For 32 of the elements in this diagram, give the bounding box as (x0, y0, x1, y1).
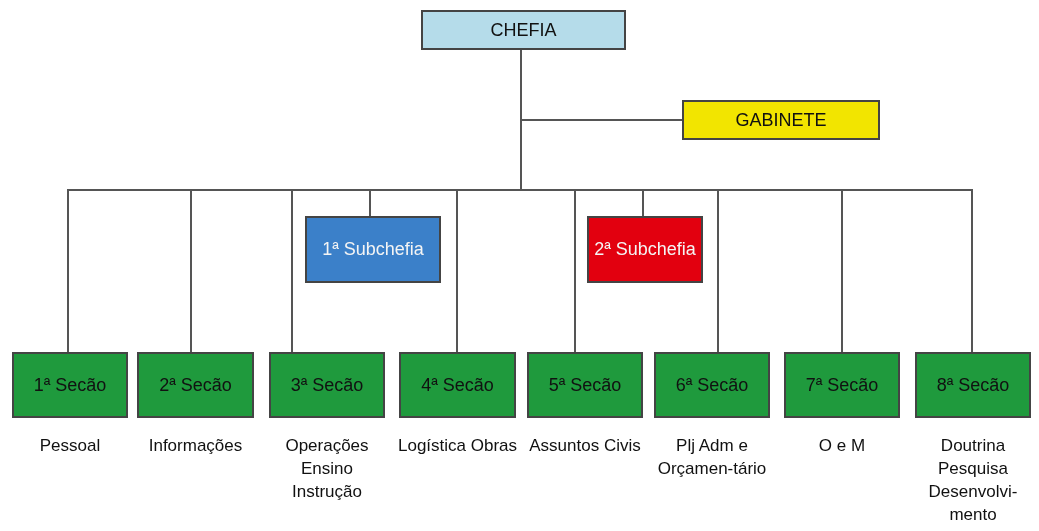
section-label: 2ª Secão (159, 373, 232, 397)
section-box (12, 352, 128, 418)
chief-box (421, 10, 626, 50)
section-label: 8ª Secão (936, 373, 1010, 397)
section-box (654, 352, 770, 418)
section-box (137, 352, 254, 418)
section-box (527, 352, 643, 418)
section-box (915, 352, 1031, 418)
chief-label: CHEFIA (490, 18, 557, 42)
section-description: Assuntos Civis (528, 435, 642, 457)
section-description: Informações (147, 435, 244, 457)
section-label: 1ª Secão (33, 373, 107, 397)
section-description: Logística Obras (396, 435, 519, 457)
section-description: Doutrina Pesquisa Desenvolvi-mento (927, 435, 1019, 526)
section-description: Operações Ensino Instrução (284, 435, 370, 503)
section-box (269, 352, 385, 418)
subchief-box (305, 216, 441, 283)
subchief-label: 2ª Subchefia (594, 238, 696, 261)
section-label: 3ª Secão (290, 373, 364, 397)
section-label: 7ª Secão (805, 373, 879, 397)
section-label: 5ª Secão (548, 373, 622, 397)
section-label: 4ª Secão (421, 373, 494, 397)
section-box (399, 352, 516, 418)
section-label: 6ª Secão (675, 373, 749, 397)
subchief-box (587, 216, 703, 283)
section-description: Pessoal (38, 435, 102, 457)
section-description: O e M (817, 435, 867, 457)
section-box (784, 352, 900, 418)
cabinet-label: GABINETE (735, 108, 827, 132)
cabinet-box (682, 100, 880, 140)
subchief-label: 1ª Subchefia (322, 238, 424, 261)
section-description: Plj Adm e Orçamen-tário (656, 435, 768, 480)
